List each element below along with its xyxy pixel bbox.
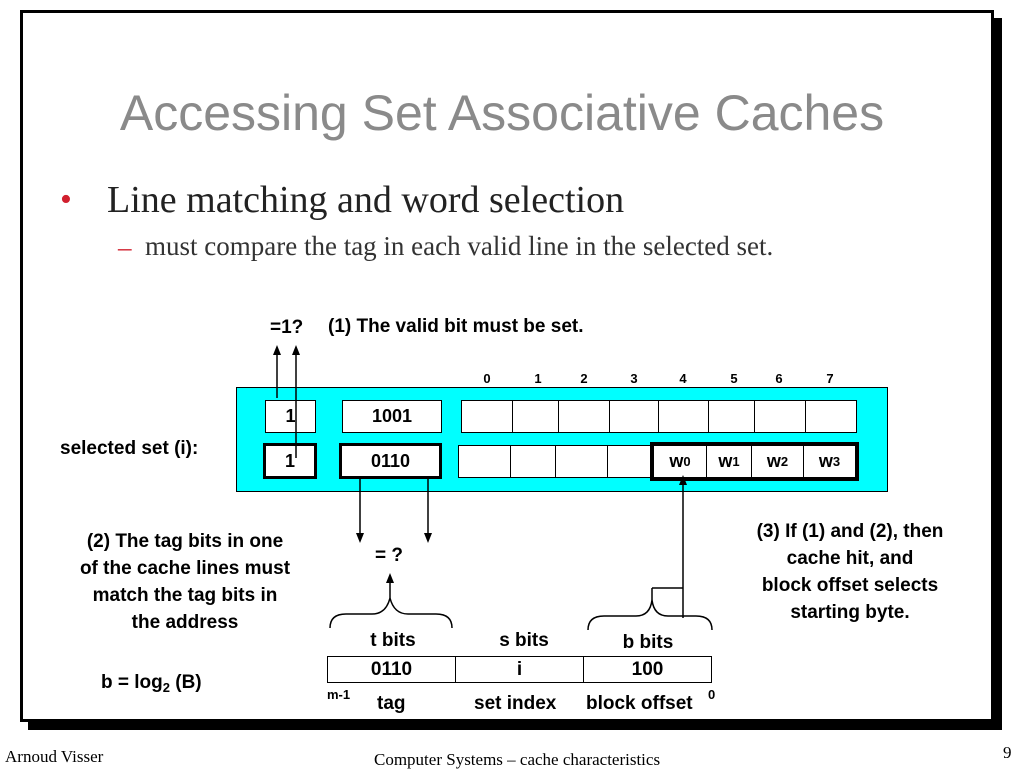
byte-index: 7 — [826, 371, 834, 386]
set-index-field-name: set index — [474, 693, 557, 714]
sub-bullet-text: must compare the tag in each valid line … — [145, 231, 774, 261]
formula-text: (B) — [169, 672, 202, 693]
sub-bullet-marker: – — [118, 232, 132, 262]
block-offset-field-name: block offset — [586, 693, 693, 714]
cache-hit-note-line: block offset selects — [761, 575, 939, 596]
cache-hit-note-line: cache hit, and — [786, 548, 914, 569]
word-name: w — [718, 451, 733, 471]
block-byte-cell — [512, 400, 559, 433]
valid-bit-cell: 1 — [263, 443, 317, 479]
slide-title: Accessing Set Associative Caches — [119, 85, 885, 141]
block-byte-cell — [555, 445, 608, 478]
word-name: w — [818, 451, 833, 471]
tag-match-note-line: (2) The tag bits in one — [86, 531, 284, 552]
word-name: w — [669, 451, 684, 471]
tag-brace — [329, 597, 453, 629]
block-offset-brace — [587, 599, 713, 631]
msb-index: m-1 — [327, 687, 351, 702]
set-index-field: i — [455, 656, 584, 683]
word-index: 1 — [732, 454, 740, 469]
tag-field: 0110 — [327, 656, 456, 683]
tag-cell: 1001 — [342, 400, 442, 433]
bullet-marker: • — [60, 181, 72, 218]
byte-index: 4 — [679, 371, 687, 386]
word-name: w — [766, 451, 781, 471]
word-block-highlight — [650, 442, 859, 481]
block-offset-field: 100 — [583, 656, 712, 683]
block-size-formula: b = log2 (B) — [101, 673, 202, 694]
byte-index: 6 — [775, 371, 783, 386]
block-byte-cell — [805, 400, 857, 433]
bullet-text: Line matching and word selection — [107, 179, 625, 221]
cache-hit-note: (3) If (1) and (2), then cache hit, and … — [720, 518, 980, 626]
selected-set-label: selected set (i): — [60, 438, 199, 459]
block-byte-cell — [558, 400, 610, 433]
tag-match-note-line: match the tag bits in — [92, 585, 278, 606]
tag-match-note: (2) The tag bits in one of the cache lin… — [55, 528, 315, 636]
word-index: 3 — [832, 454, 841, 469]
block-byte-cell — [609, 400, 659, 433]
tag-match-note-line: of the cache lines must — [79, 558, 291, 579]
footer-author: Arnoud Visser — [5, 747, 104, 766]
formula-text: b = log — [101, 672, 163, 693]
block-byte-cell — [510, 445, 556, 478]
cache-hit-note-line: (3) If (1) and (2), then — [756, 521, 944, 542]
footer-course: Computer Systems – cache characteristics — [374, 750, 661, 769]
byte-index: 5 — [730, 371, 738, 386]
valid-compare-label: =1? — [270, 317, 304, 338]
tag-compare-label: = ? — [375, 545, 403, 566]
word-index: 0 — [683, 454, 691, 469]
valid-bit-cell: 1 — [265, 400, 316, 433]
tag-match-note-line: the address — [131, 612, 239, 633]
tag-field-name: tag — [377, 693, 406, 714]
b-bits-header: b bits — [622, 632, 674, 653]
word-index: 2 — [780, 454, 789, 469]
block-byte-cell — [708, 400, 755, 433]
valid-bit-note: (1) The valid bit must be set. — [328, 316, 584, 337]
lsb-index: 0 — [708, 687, 716, 702]
block-byte-cell — [754, 400, 806, 433]
byte-index: 0 — [483, 371, 491, 386]
slide-frame — [20, 10, 994, 722]
cache-hit-note-line: starting byte. — [790, 602, 910, 623]
s-bits-header: s bits — [499, 630, 549, 651]
block-byte-cell — [607, 445, 654, 478]
page-number: 9 — [1003, 743, 1012, 762]
tag-cell: 0110 — [339, 443, 442, 479]
t-bits-header: t bits — [370, 630, 416, 651]
byte-index: 2 — [580, 371, 588, 386]
byte-index: 1 — [534, 371, 542, 386]
block-byte-cell — [461, 400, 513, 433]
formula-subscript: 2 — [162, 680, 170, 695]
byte-index: 3 — [630, 371, 638, 386]
